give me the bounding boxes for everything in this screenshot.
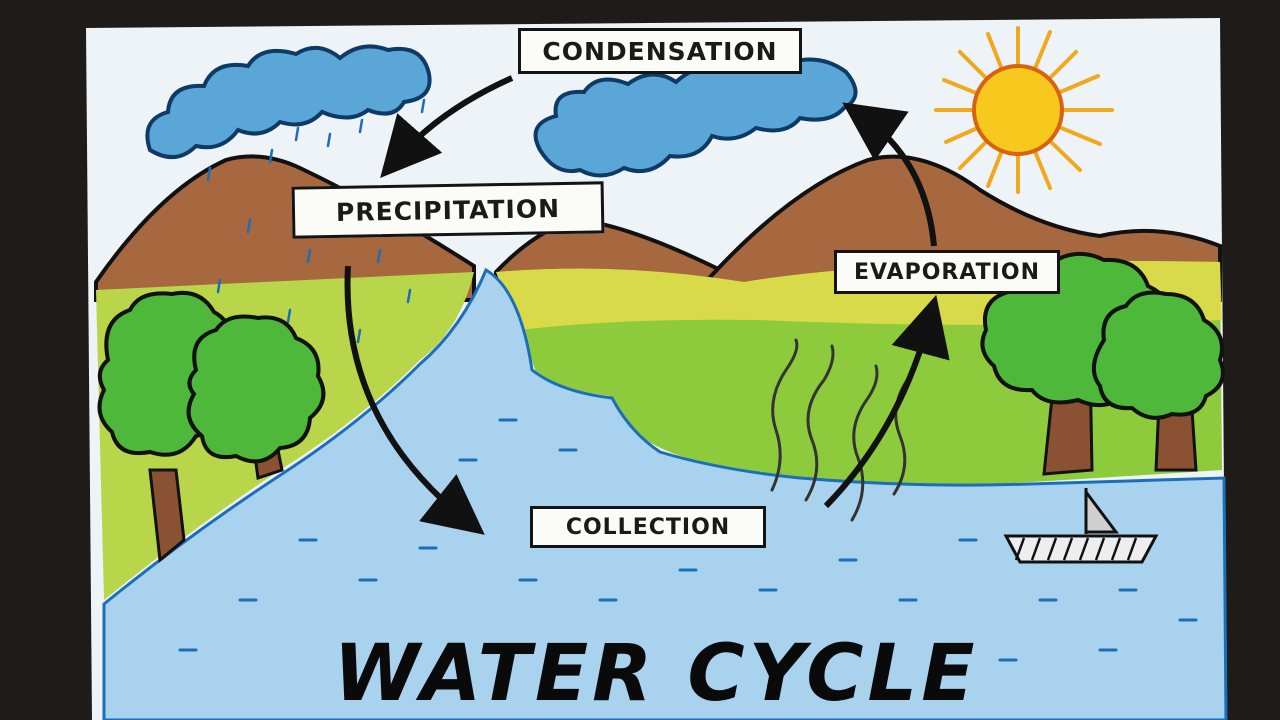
label-condensation: CONDENSATION [518,28,802,74]
boat [1003,487,1159,564]
sun [934,26,1114,194]
label-collection: COLLECTION [530,506,766,548]
water-body [102,267,1228,720]
label-evaporation: EVAPORATION [834,250,1060,294]
arrow-collection-to-evaporation [823,294,950,509]
label-precipitation: PRECIPITATION [291,181,605,239]
mountain-left [94,154,476,302]
arrow-evaporation-to-condensation [842,102,937,247]
trees-left [97,290,326,563]
diagram-title: WATER CYCLE [333,629,979,719]
arrow-condensation-to-precipitation [380,75,514,179]
arrow-precipitation-to-collection [344,265,485,535]
cloud-left [145,44,432,159]
water-ripples [178,418,1198,662]
cloud-center [533,55,858,178]
